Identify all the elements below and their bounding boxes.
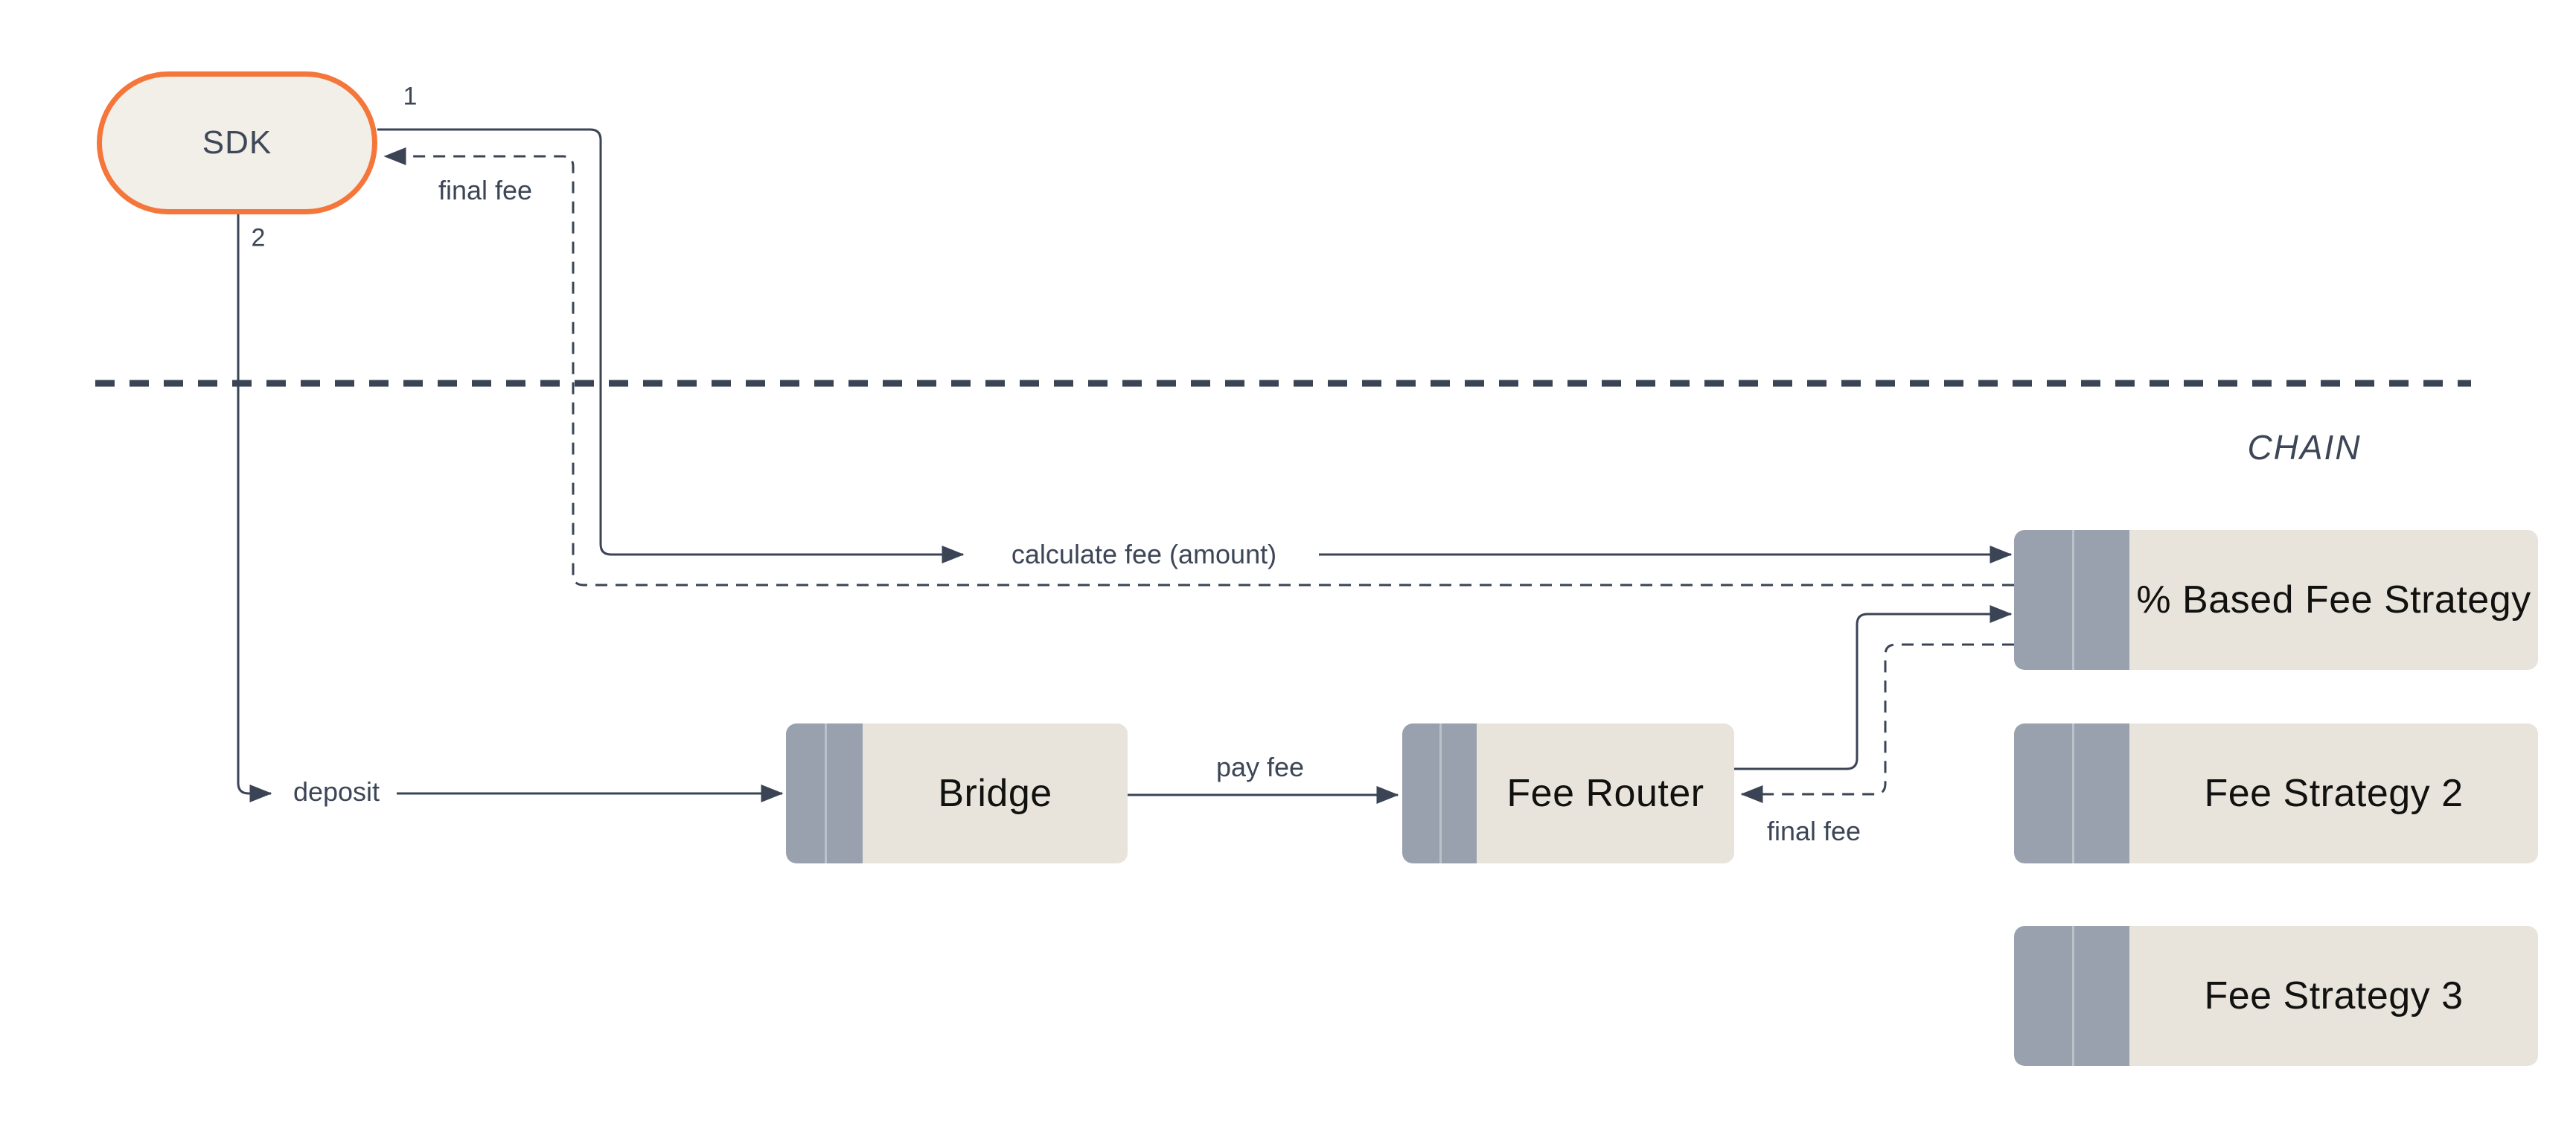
edge-final-fee-to-sdk bbox=[383, 147, 2014, 587]
strategy-2-node: Fee Strategy 2 bbox=[2014, 723, 2538, 863]
strategy-3-label: Fee Strategy 3 bbox=[2204, 974, 2464, 1017]
strategy-percent-tab-line bbox=[2071, 530, 2074, 670]
edge-router-to-strategy bbox=[1734, 605, 2013, 770]
strategy-percent-label: % Based Fee Strategy bbox=[2136, 578, 2531, 622]
sdk-node: SDK bbox=[97, 71, 377, 214]
strategy-3-side-tab bbox=[2014, 926, 2129, 1066]
step-2-label: 2 bbox=[251, 223, 266, 252]
fee-router-node: Fee Router bbox=[1402, 723, 1734, 863]
strategy-2-tab-line bbox=[2071, 723, 2074, 863]
strategy-percent-side-tab bbox=[2014, 530, 2129, 670]
strategy-percent-node: % Based Fee Strategy bbox=[2014, 530, 2538, 670]
final-fee-to-router-label: final fee bbox=[1766, 816, 1861, 846]
deposit-label: deposit bbox=[293, 776, 380, 807]
fee-router-tab-line bbox=[1439, 723, 1442, 863]
bridge-side-tab bbox=[786, 723, 863, 863]
sdk-label: SDK bbox=[202, 124, 272, 161]
edge-calculate-fee-left bbox=[377, 128, 965, 563]
strategy-3-tab-line bbox=[2071, 926, 2074, 1066]
strategy-2-label: Fee Strategy 2 bbox=[2204, 772, 2464, 815]
strategy-2-side-tab bbox=[2014, 723, 2129, 863]
strategy-3-node: Fee Strategy 3 bbox=[2014, 926, 2538, 1066]
calculate-fee-label: calculate fee (amount) bbox=[1011, 539, 1277, 569]
edge-final-fee-to-router bbox=[1740, 643, 2014, 803]
bridge-node: Bridge bbox=[786, 723, 1128, 863]
edge-deposit-left bbox=[237, 214, 272, 802]
fee-router-label: Fee Router bbox=[1506, 772, 1704, 815]
chain-region-label: CHAIN bbox=[2247, 428, 2362, 467]
bridge-tab-line bbox=[824, 723, 827, 863]
step-1-label: 1 bbox=[403, 82, 418, 111]
bridge-label: Bridge bbox=[938, 772, 1052, 815]
final-fee-to-sdk-label: final fee bbox=[438, 175, 533, 205]
pay-fee-label: pay fee bbox=[1215, 752, 1305, 782]
fee-router-side-tab bbox=[1402, 723, 1477, 863]
